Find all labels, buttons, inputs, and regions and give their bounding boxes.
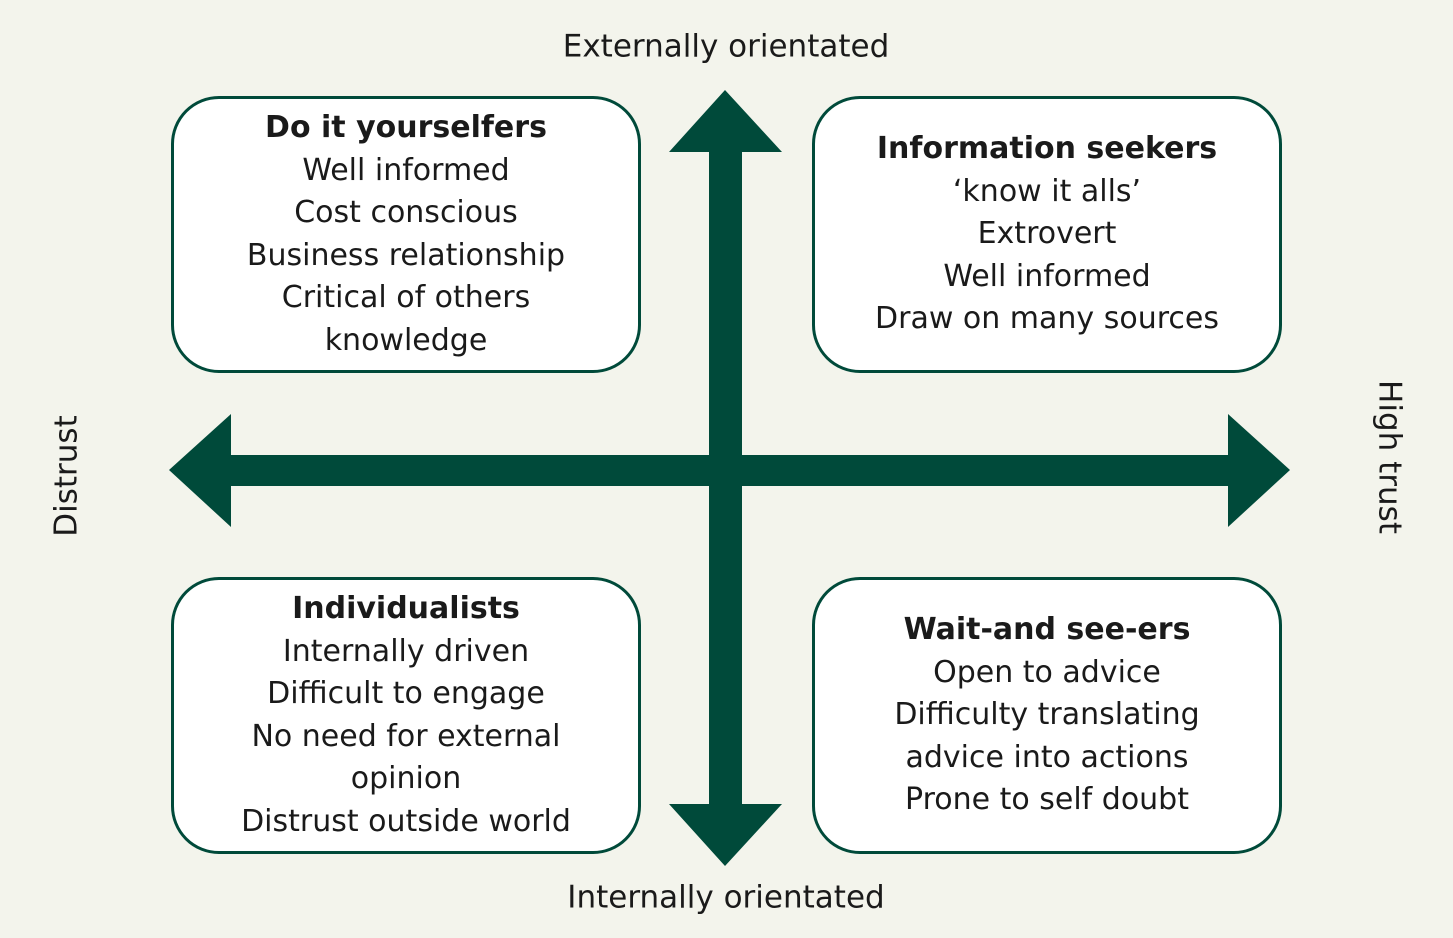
arrowhead-up-icon (669, 90, 782, 152)
quadrant-title: Information seekers (876, 131, 1218, 167)
quadrant-item: Well informed (943, 258, 1151, 294)
quadrant-item: opinion (350, 761, 462, 796)
quadrant-item: Business relationship (246, 237, 566, 273)
quadrant-item: Extrovert (977, 216, 1117, 252)
quadrant-information-seekers: Information seekers ‘know it alls’ Extro… (812, 96, 1282, 373)
quadrant-item: knowledge (324, 322, 488, 358)
quadrant-title: Wait-and see-ers (903, 612, 1191, 648)
quadrant-title: Do it yourselfers (265, 110, 547, 145)
quadrant-item: Difficulty translating (894, 697, 1200, 733)
arrowhead-right-icon (1228, 414, 1290, 527)
axis-label-bottom: Internally orientated (567, 879, 885, 916)
axis-label-right: High trust (1371, 380, 1408, 534)
quadrant-item: Critical of others (281, 280, 531, 315)
axis-label-top: Externally orientated (562, 28, 890, 65)
quadrant-item: Draw on many sources (875, 301, 1219, 337)
quadrant-item: Open to advice (933, 654, 1161, 690)
quadrant-item: Internally driven (282, 633, 530, 669)
quadrant-do-it-yourselfers: Do it yourselfers Well informed Cost con… (171, 96, 641, 373)
quadrant-item: ‘know it alls’ (952, 173, 1142, 209)
quadrant-item: Cost conscious (294, 195, 518, 230)
quadrant-title: Individualists (292, 591, 520, 626)
axis-label-left: Distrust (48, 415, 85, 537)
quadrant-item: Prone to self doubt (905, 782, 1189, 818)
horizontal-arrow (169, 414, 1290, 527)
quadrant-item: advice into actions (905, 739, 1189, 775)
quadrant-wait-and-see-ers: Wait-and see-ers Open to advice Difficul… (812, 577, 1282, 854)
quadrant-item: Well informed (302, 152, 510, 188)
arrowhead-down-icon (669, 804, 782, 866)
quadrant-item: Distrust outside world (241, 803, 571, 839)
quadrant-item: Difficult to engage (267, 676, 545, 711)
quadrant-item: No need for external (251, 718, 561, 754)
arrowhead-left-icon (169, 414, 231, 527)
quadrant-individualists: Individualists Internally driven Difficu… (171, 577, 641, 854)
